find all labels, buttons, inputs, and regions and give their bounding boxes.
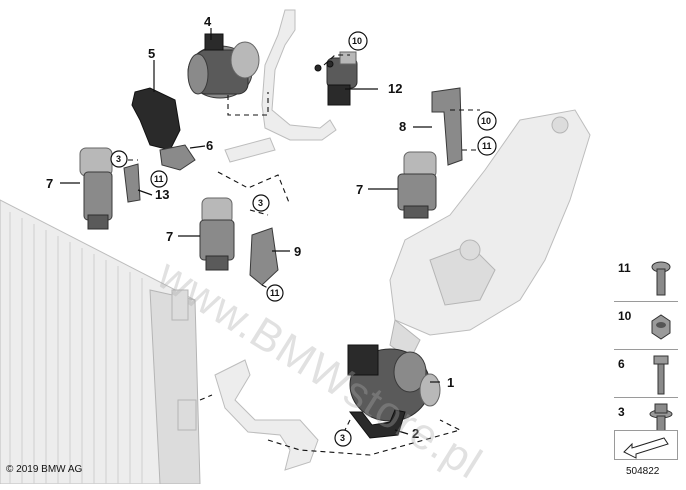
nut-fasteners: [314, 60, 334, 72]
callout-1: 1: [447, 375, 454, 390]
legend-number: 11: [618, 261, 631, 275]
pump-bracket: [131, 87, 196, 171]
callout-6: 6: [206, 138, 213, 153]
hex-bolt-icon: [653, 355, 669, 395]
coolant-valve-right: [397, 151, 437, 219]
callout-10a: 10: [352, 36, 362, 46]
coolant-valve-left: [79, 147, 113, 230]
legend-row: 11: [614, 255, 678, 302]
callout-13: 13: [155, 187, 169, 202]
callout-11b: 11: [154, 174, 164, 184]
holder-bracket-13: [123, 163, 141, 203]
coolant-valve-center: [199, 197, 235, 271]
torx-screw-icon: [651, 261, 671, 296]
callout-3c: 3: [340, 433, 345, 443]
callout-12: 12: [388, 81, 402, 96]
radiator: [0, 199, 201, 485]
callout-11a: 11: [482, 141, 492, 151]
direction-arrow-icon: [614, 430, 678, 460]
callout-7c: 7: [356, 182, 363, 197]
callout-5: 5: [148, 46, 155, 61]
holder-bracket-9: [249, 227, 279, 286]
coolant-valve: [326, 51, 358, 106]
hex-nut-icon: [651, 314, 671, 340]
pump-strap: [348, 409, 406, 439]
legend-number: 6: [618, 357, 625, 371]
leader-lines: [60, 28, 440, 435]
electric-coolant-pump: [187, 33, 260, 99]
fastener-legend: 11 10 6 3: [614, 255, 678, 460]
callout-4: 4: [204, 14, 212, 29]
callout-11c: 11: [270, 288, 280, 298]
holder-bracket-8: [431, 87, 463, 166]
legend-row: 6: [614, 351, 678, 398]
callout-7a: 7: [46, 176, 53, 191]
callout-9: 9: [294, 244, 301, 259]
callout-10b: 10: [481, 116, 491, 126]
copyright: © 2019 BMW AG: [6, 464, 83, 475]
callout-7b: 7: [166, 229, 173, 244]
callout-8: 8: [399, 119, 406, 134]
legend-number: 10: [618, 309, 632, 323]
auxiliary-water-pump: [347, 344, 441, 422]
flange-bolt-icon: [649, 403, 673, 443]
callouts: 4 5 12 6 7 13 7 8 7 9 1 2: [46, 14, 454, 441]
callout-3b: 3: [258, 198, 263, 208]
callout-3a: 3: [116, 154, 121, 164]
reference-number: 504822: [626, 466, 660, 477]
legend-number: 3: [618, 405, 625, 419]
callout-2: 2: [412, 426, 419, 441]
legend-row: 10: [614, 303, 678, 350]
engine-bracket: [389, 109, 591, 361]
circled-callouts: 10 10 11 3 11 3 11 3: [110, 31, 497, 447]
coolant-hose-upper: [224, 9, 337, 163]
